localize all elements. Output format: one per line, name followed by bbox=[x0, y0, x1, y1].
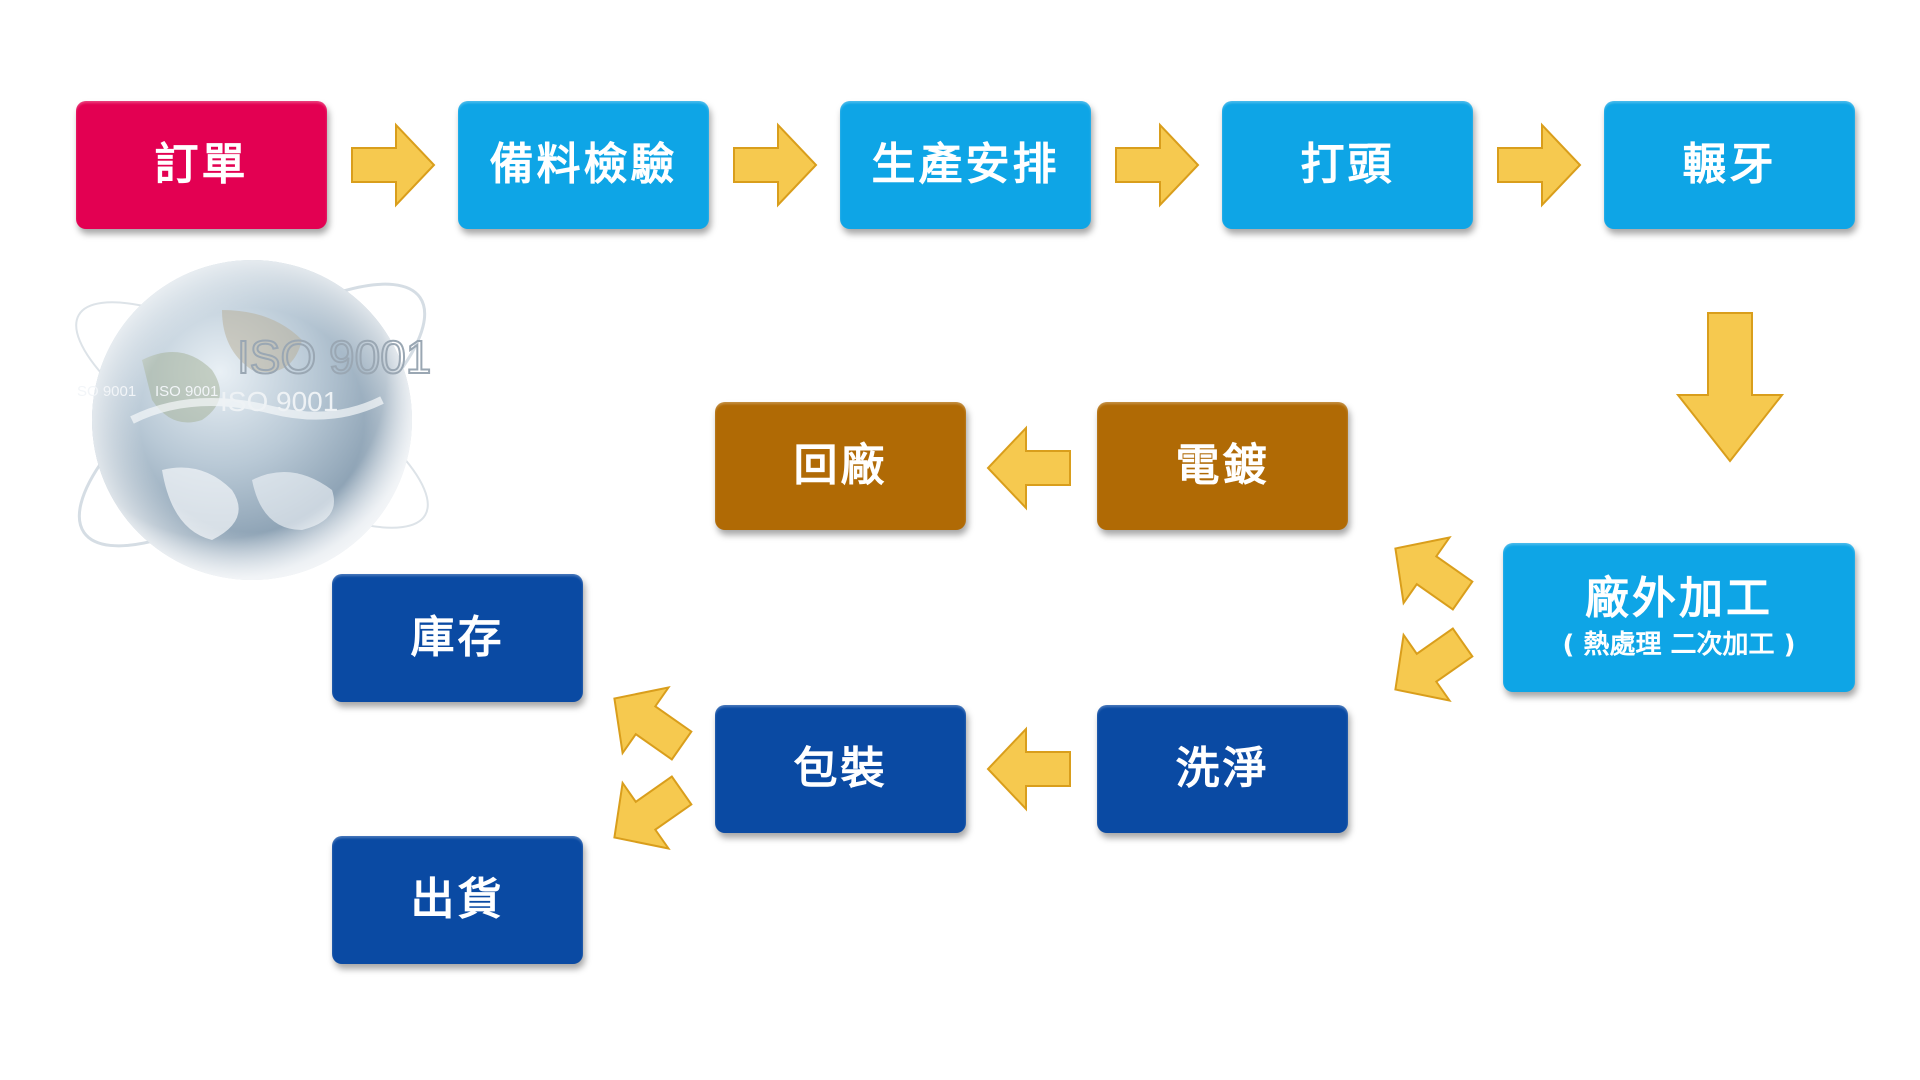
step-order-label: 訂單 bbox=[154, 138, 249, 190]
step-shipping: 出貨 bbox=[332, 836, 583, 964]
iso-watermark-small-3: ISO 9001 bbox=[220, 386, 338, 417]
arrow-inspection-to-scheduling bbox=[733, 122, 818, 208]
step-production-scheduling-label: 生產安排 bbox=[871, 138, 1060, 190]
arrow-order-to-inspection bbox=[351, 122, 436, 208]
arrow-cleaning-to-packaging bbox=[986, 726, 1071, 812]
step-cleaning-label: 洗淨 bbox=[1175, 742, 1270, 794]
step-order: 訂單 bbox=[76, 101, 327, 229]
step-electroplating-label: 電鍍 bbox=[1175, 439, 1270, 491]
step-thread-rolling: 輾牙 bbox=[1604, 101, 1855, 229]
step-production-scheduling: 生產安排 bbox=[840, 101, 1091, 229]
arrow-outsourced-to-cleaning bbox=[1394, 627, 1474, 702]
arrow-outsourced-to-electroplating bbox=[1394, 536, 1474, 611]
arrow-scheduling-to-heading bbox=[1115, 122, 1200, 208]
step-packaging-label: 包裝 bbox=[793, 742, 888, 794]
step-outsourced-processing: 廠外加工 ( 熱處理 二次加工 ) bbox=[1503, 543, 1855, 692]
step-material-inspection: 備料檢驗 bbox=[458, 101, 709, 229]
step-material-inspection-label: 備料檢驗 bbox=[489, 138, 678, 190]
iso-watermark-small-2: ISO 9001 bbox=[155, 383, 218, 400]
arrow-electroplating-to-return bbox=[986, 425, 1071, 511]
arrow-packaging-to-shipping bbox=[613, 775, 693, 850]
step-packaging: 包裝 bbox=[715, 705, 966, 833]
iso-watermark-small-1: SO 9001 bbox=[77, 383, 136, 400]
iso-watermark-main: ISO 9001 bbox=[237, 331, 431, 383]
step-outsourced-processing-label: 廠外加工 bbox=[1585, 572, 1773, 624]
step-shipping-label: 出貨 bbox=[410, 873, 505, 925]
arrow-rolling-to-outsourced bbox=[1675, 312, 1785, 463]
step-inventory: 庫存 bbox=[332, 574, 583, 702]
step-cleaning: 洗淨 bbox=[1097, 705, 1348, 833]
arrow-packaging-to-inventory bbox=[613, 686, 693, 761]
step-electroplating: 電鍍 bbox=[1097, 402, 1348, 530]
step-outsourced-processing-sublabel: ( 熱處理 二次加工 ) bbox=[1562, 630, 1796, 661]
step-thread-rolling-label: 輾牙 bbox=[1682, 138, 1777, 190]
step-return-to-factory-label: 回廠 bbox=[793, 439, 888, 491]
step-heading: 打頭 bbox=[1222, 101, 1473, 229]
step-inventory-label: 庫存 bbox=[410, 611, 505, 663]
step-heading-label: 打頭 bbox=[1300, 138, 1395, 190]
iso-globe-image: ISO 9001 SO 9001 ISO 9001 ISO 9001 bbox=[75, 260, 432, 580]
step-return-to-factory: 回廠 bbox=[715, 402, 966, 530]
arrow-heading-to-rolling bbox=[1497, 122, 1582, 208]
